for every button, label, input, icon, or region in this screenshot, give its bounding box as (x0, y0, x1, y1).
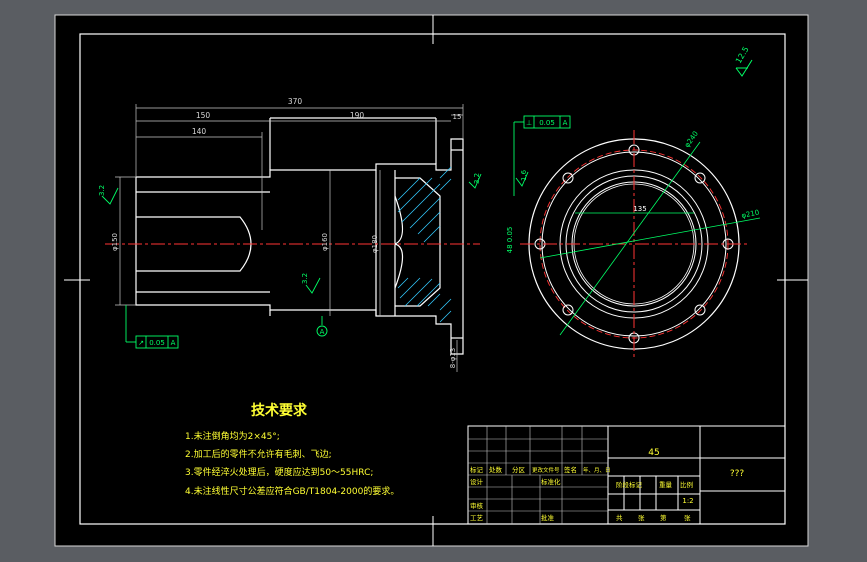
tb-stage-mark: 阶段标记 (616, 480, 643, 489)
tb-approve: 批准 (541, 513, 555, 522)
svg-text:⊥: ⊥ (526, 119, 532, 127)
tolerance-flat-value: 0.05 (539, 119, 555, 127)
dim-dia-bore: φ160 (321, 233, 329, 251)
tb-sheet-3: 张 (684, 513, 691, 522)
dim-15: 15 (453, 113, 462, 121)
dim-dia-150: φ150 (111, 233, 119, 251)
datum-marker: A (316, 316, 328, 337)
tb-label-5: 年、月、日 (583, 466, 611, 474)
dim-150: 150 (196, 111, 211, 120)
dim-dia-210: φ210 (741, 208, 760, 220)
title-block: 标记 处数 分区 更改文件号 签名 年、月、日 设计 标准化 审核 工艺 批准 … (467, 425, 786, 525)
svg-text:↗: ↗ (138, 339, 144, 347)
roughness-flange: 3.2 (473, 173, 481, 184)
tb-label-2: 分区 (512, 465, 526, 474)
tolerance-runout-value: 0.05 (149, 339, 165, 347)
dim-side: 48 0.05 (506, 227, 514, 254)
tech-requirements: 技术要求 1.未注倒角均为2×45°; 2.加工后的零件不允许有毛刺、飞边; 3… (185, 402, 399, 497)
tolerance-runout-datum: A (171, 339, 176, 347)
tech-item-2: 2.加工后的零件不允许有毛刺、飞边; (185, 448, 332, 460)
tolerance-frame-flatness: ⊥ 0.05 A (513, 115, 571, 196)
dim-holes: 8-φ13 (449, 348, 457, 369)
roughness-mid: 3.2 (301, 273, 309, 284)
centering-marks (64, 15, 808, 546)
roughness-left: 3.2 (98, 185, 106, 196)
tb-review: 审核 (470, 501, 484, 510)
tb-weight: 重量 (659, 481, 673, 489)
tech-title: 技术要求 (251, 402, 308, 419)
tb-label-1: 处数 (489, 465, 503, 474)
tb-label-0: 标记 (470, 465, 484, 474)
bolt-holes (534, 144, 734, 344)
tb-design: 设计 (470, 477, 484, 486)
hatch-section (397, 166, 452, 323)
tech-item-3: 3.零件经淬火处理后，硬度应达到50～55HRC; (185, 466, 373, 478)
tolerance-frame-runout: ↗ 0.05 A (125, 305, 179, 349)
dim-370: 370 (288, 97, 303, 106)
tech-item-1: 1.未注倒角均为2×45°; (185, 430, 280, 442)
tb-part-name: ??? (730, 469, 745, 479)
dim-190: 190 (350, 111, 365, 120)
tb-sheet-2: 第 (660, 513, 667, 522)
tb-standardize: 标准化 (541, 477, 561, 486)
dim-140: 140 (192, 127, 207, 136)
dim-dia-180: φ180 (371, 235, 379, 253)
tb-process: 工艺 (470, 514, 484, 522)
tb-label-3: 更改文件号 (532, 466, 560, 474)
dim-hole-spacing: 135 (633, 205, 646, 213)
tb-material: 45 (648, 448, 659, 458)
tech-item-4: 4.未注线性尺寸公差应符合GB/T1804-2000的要求。 (185, 485, 399, 497)
roughness-front: 1.6 (520, 169, 528, 181)
tb-sheet-1: 张 (638, 513, 645, 522)
side-view: 370 150 140 190 15 φ150 φ160 φ180 8-φ13 … (98, 97, 482, 372)
sheet-background (54, 14, 809, 547)
tb-scale: 1:2 (682, 497, 693, 505)
tb-sheet-0: 共 (616, 513, 623, 522)
tb-ratio: 比例 (680, 480, 693, 489)
tolerance-flat-datum: A (563, 119, 568, 127)
datum-label: A (320, 328, 325, 336)
tb-label-4: 签名 (564, 465, 577, 474)
